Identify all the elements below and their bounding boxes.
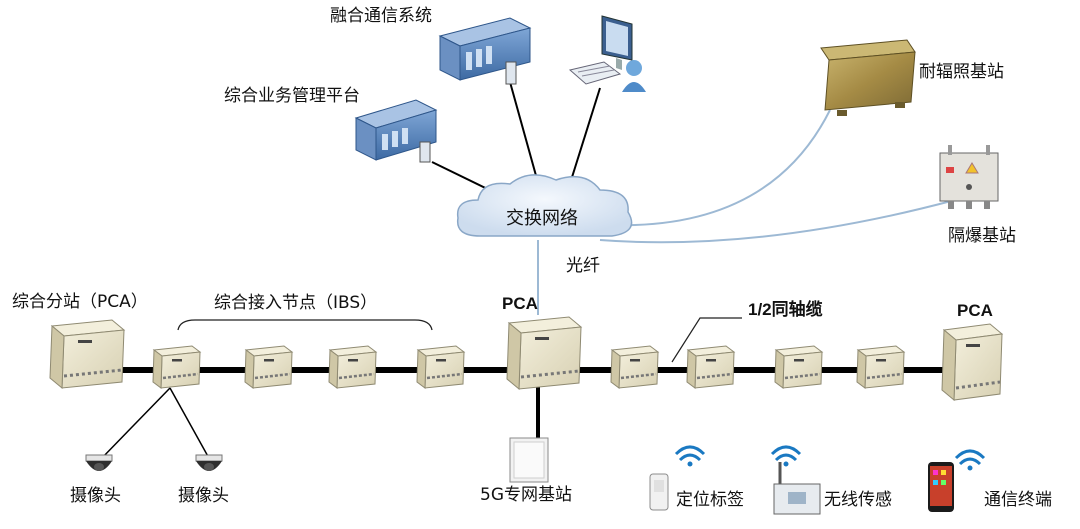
comm-terminal-icon <box>928 462 954 512</box>
label-switch-network: 交换网络 <box>506 208 578 229</box>
ibs-node-icon <box>774 345 824 389</box>
coax-callout-line <box>671 317 742 363</box>
pca-left-icon <box>49 319 126 390</box>
explosion-station-icon <box>939 145 999 209</box>
wifi-icon <box>770 445 802 467</box>
label-comm-terminal: 通信终端 <box>984 490 1052 510</box>
ibs-node-icon <box>610 345 660 389</box>
workstation-icon <box>568 15 646 92</box>
cloud-icon <box>456 174 633 237</box>
label-fiber: 光纤 <box>566 256 600 276</box>
network-links <box>431 81 956 315</box>
ibs-bracket <box>177 319 433 331</box>
ibs-node-icon <box>244 345 294 389</box>
label-wireless-sensor: 无线传感 <box>824 490 892 510</box>
label-base-5g: 5G专网基站 <box>480 485 572 505</box>
label-substation-pca: 综合分站（PCA） <box>12 292 148 312</box>
ibs-node-icon <box>416 345 466 389</box>
ibs-node-icon <box>856 345 906 389</box>
label-radiation-station: 耐辐照基站 <box>919 62 1004 82</box>
camera-icon <box>195 454 223 471</box>
fusion-server-icon <box>438 17 532 85</box>
base-5g-icon <box>509 437 549 483</box>
wireless-sensor-icon <box>773 462 821 515</box>
wifi-icon <box>954 449 986 471</box>
wifi-icon <box>674 445 706 467</box>
label-coax: 1/2同轴缆 <box>748 300 823 319</box>
label-pca-right: PCA <box>957 301 993 320</box>
pca-right-icon <box>941 323 1004 402</box>
label-positioning-tag: 定位标签 <box>676 490 744 510</box>
label-camera: 摄像头 <box>178 486 229 506</box>
label-pca-center: PCA <box>502 294 538 313</box>
ibs-node-group <box>152 345 906 389</box>
pca-center-icon <box>506 316 583 391</box>
label-fusion-comm-system: 融合通信系统 <box>330 6 432 26</box>
camera-icon <box>85 454 113 471</box>
positioning-tag-icon <box>649 473 669 511</box>
ibs-node-icon <box>686 345 736 389</box>
label-access-node-ibs: 综合接入节点（IBS） <box>214 293 378 313</box>
ibs-node-icon <box>152 345 202 389</box>
label-camera: 摄像头 <box>70 486 121 506</box>
platform-server-icon <box>354 99 438 163</box>
label-integrated-mgmt-platform: 综合业务管理平台 <box>224 86 360 106</box>
radiation-station-icon <box>820 39 916 116</box>
label-explosion-station: 隔爆基站 <box>948 226 1016 246</box>
ibs-node-icon <box>328 345 378 389</box>
